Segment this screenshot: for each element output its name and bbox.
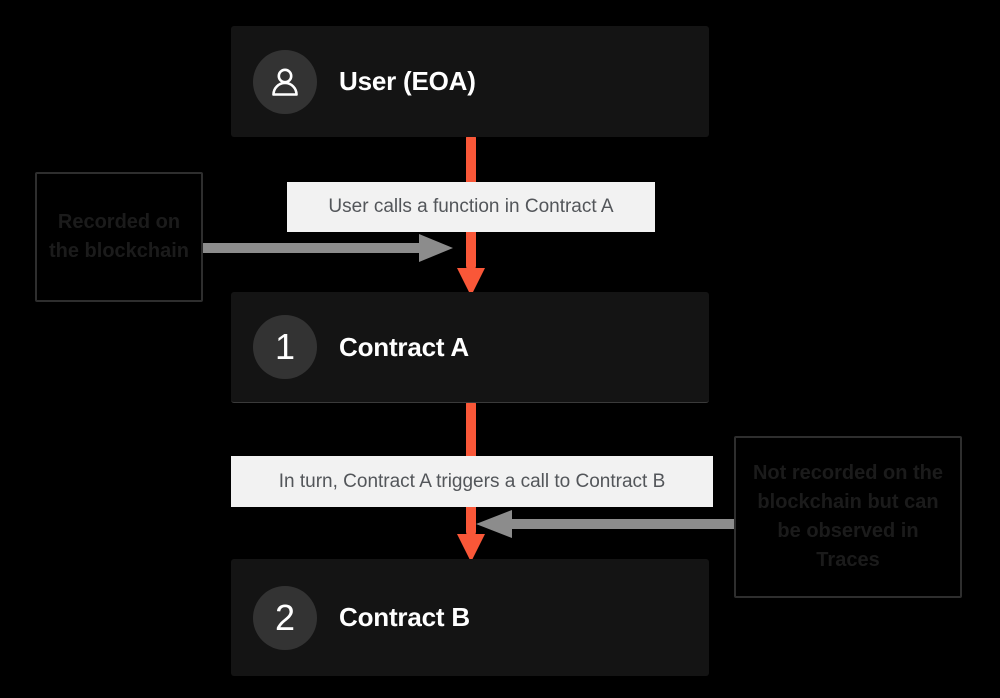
caption-user-calls-function: User calls a function in Contract A (287, 182, 655, 232)
person-icon (272, 68, 298, 96)
annotation-arrow-left (476, 510, 738, 538)
step-number-badge-2: 2 (253, 585, 317, 650)
step-number-badge-1: 1 (253, 315, 317, 379)
note-left-text: Recorded on the blockchain (48, 211, 190, 262)
annotation-arrow-right (203, 234, 453, 262)
node-label-contract-a: Contract A (339, 331, 469, 362)
node-label-contract-b: Contract B (339, 602, 470, 632)
caption-contract-a-triggers-call: In turn, Contract A triggers a call to C… (231, 456, 713, 507)
node-user-eoa[interactable]: User (EOA) (231, 26, 709, 137)
note-recorded-on-blockchain: Recorded on the blockchain (35, 172, 203, 302)
avatar (253, 49, 317, 114)
node-contract-a[interactable]: 1 Contract A (231, 292, 709, 403)
note-not-recorded-on-blockchain: Not recorded on the blockchain but can b… (734, 436, 962, 598)
note-right-text: Not recorded on the blockchain but can b… (752, 462, 943, 571)
node-label-user: User (EOA) (339, 66, 476, 96)
node-contract-b[interactable]: 2 Contract B (231, 559, 709, 676)
